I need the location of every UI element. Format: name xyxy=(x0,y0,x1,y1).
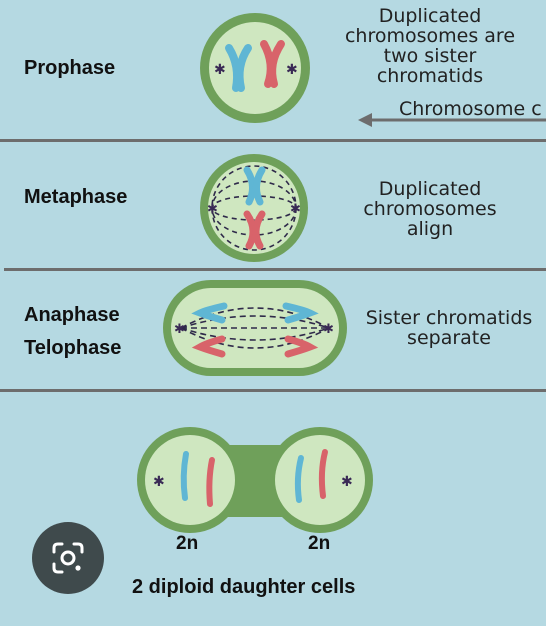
prophase-desc-line-1: Duplicated xyxy=(378,5,482,27)
right-cell-chromosomes xyxy=(294,449,328,503)
prophase-desc-line-2: chromosomes are xyxy=(344,25,516,47)
right-ploidy-label: 2n xyxy=(308,533,331,554)
metaphase-desc-line-2: chromosomes xyxy=(363,198,497,220)
red-chromosome xyxy=(243,210,266,250)
svg-text:✱: ✱ xyxy=(207,202,218,217)
svg-text:✱: ✱ xyxy=(341,474,353,490)
svg-text:✱: ✱ xyxy=(174,322,185,337)
spindle-fibers xyxy=(180,307,330,349)
anaphase-desc-line-2: separate xyxy=(407,327,491,349)
anaphase-desc-line-1: Sister chromatids xyxy=(365,307,533,329)
anaphase-label: Anaphase xyxy=(24,304,120,326)
arrow-left-icon xyxy=(358,113,546,127)
prophase-description: Duplicated chromosomes are two sister ch… xyxy=(330,6,530,86)
metaphase-cell: ✱ ✱ xyxy=(200,154,308,262)
metaphase-desc-line-3: align xyxy=(406,218,454,240)
daughter-cells: ✱ ✱ xyxy=(137,427,373,533)
left-ploidy-label: 2n xyxy=(176,533,199,554)
daughter-cells-caption: 2 diploid daughter cells xyxy=(132,576,356,598)
anaphase-cell: ✱ ✱ xyxy=(163,280,347,376)
metaphase-description: Duplicated chromosomes align xyxy=(336,179,524,239)
anaphase-description: Sister chromatids separate xyxy=(352,308,546,348)
prophase-label: Prophase xyxy=(24,57,116,79)
centrosome-icon: ✱ ✱ xyxy=(153,474,353,490)
svg-text:✱: ✱ xyxy=(290,202,301,217)
google-lens-icon xyxy=(52,542,84,574)
svg-text:✱: ✱ xyxy=(286,62,298,78)
metaphase-desc-line-1: Duplicated xyxy=(378,178,482,200)
centrosome-icon: ✱ ✱ xyxy=(214,62,298,78)
lens-search-button[interactable] xyxy=(32,522,104,594)
blue-chromosome xyxy=(243,166,266,206)
left-cell-chromosomes xyxy=(180,451,215,507)
centrosome-icon: ✱ ✱ xyxy=(174,322,334,337)
prophase-cell: ✱ ✱ xyxy=(200,13,310,123)
svg-text:✱: ✱ xyxy=(214,62,226,78)
divider-3 xyxy=(0,389,546,392)
blue-chromosome xyxy=(225,44,252,92)
red-chromosome xyxy=(260,40,285,88)
prophase-desc-line-3: two sister xyxy=(383,45,477,67)
telophase-label: Telophase xyxy=(24,337,122,359)
svg-text:✱: ✱ xyxy=(323,322,334,337)
blue-chromatids xyxy=(191,302,319,324)
metaphase-label: Metaphase xyxy=(24,186,128,208)
red-chromatids xyxy=(191,335,319,358)
divider-2 xyxy=(4,268,546,271)
arrow-label: Chromosome c xyxy=(399,99,542,119)
svg-text:✱: ✱ xyxy=(153,474,165,490)
prophase-desc-line-4: chromatids xyxy=(376,65,484,87)
centrosome-icon: ✱ ✱ xyxy=(207,202,301,217)
divider-1 xyxy=(0,139,546,142)
